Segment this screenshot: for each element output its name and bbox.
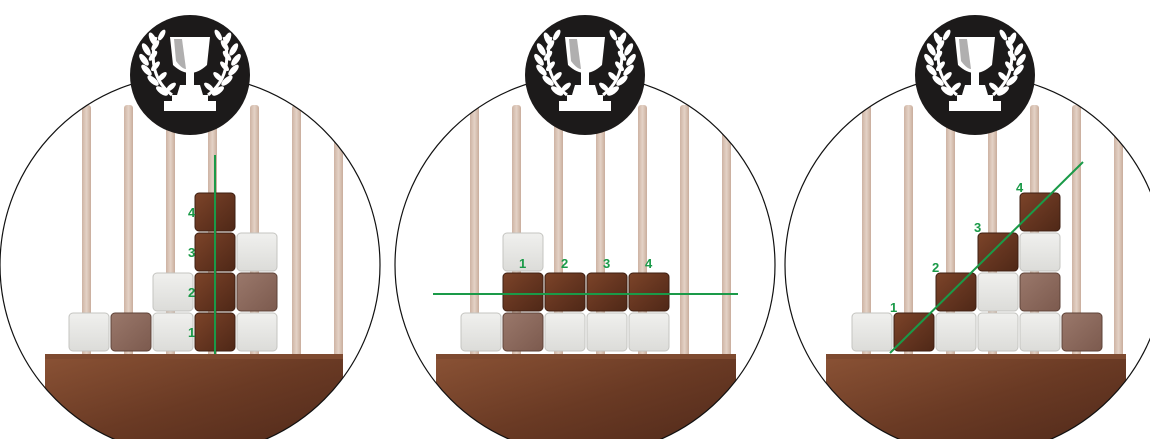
game-piece-light (629, 313, 669, 351)
win-sequence-label: 4 (1016, 180, 1024, 195)
game-piece-dark (936, 273, 976, 311)
game-piece-dark (1020, 193, 1060, 231)
peg (1114, 105, 1123, 360)
trophy-icon (130, 15, 250, 135)
game-piece-light-brown (1062, 313, 1102, 351)
game-piece-light (1020, 313, 1060, 351)
game-piece-light-brown (237, 273, 277, 311)
game-piece-light (978, 273, 1018, 311)
game-piece-dark (587, 273, 627, 311)
game-piece-light-brown (111, 313, 151, 351)
win-sequence-label: 1 (890, 300, 897, 315)
panel-scene (436, 105, 736, 439)
game-piece-light (587, 313, 627, 351)
win-sequence-label: 2 (932, 260, 939, 275)
wooden-base (436, 356, 736, 439)
game-piece-light (545, 313, 585, 351)
win-sequence-label: 2 (561, 256, 568, 271)
game-piece-light-brown (1020, 273, 1060, 311)
win-sequence-label: 4 (188, 205, 196, 220)
trophy-icon (915, 15, 1035, 135)
game-piece-dark (894, 313, 934, 351)
game-piece-dark (545, 273, 585, 311)
game-piece-light-brown (503, 313, 543, 351)
game-piece-dark (629, 273, 669, 311)
panel-horizontal-win: 1 2 3 4 (395, 15, 775, 439)
win-sequence-label: 1 (188, 325, 195, 340)
peg (680, 105, 689, 360)
panel-scene (45, 105, 343, 439)
panel-vertical-win: 1 2 3 4 (0, 15, 380, 439)
win-sequence-label: 4 (645, 256, 653, 271)
base-top-edge (826, 354, 1126, 359)
game-piece-light (237, 233, 277, 271)
win-sequence-label: 3 (974, 220, 981, 235)
peg (722, 105, 731, 360)
game-piece-light (237, 313, 277, 351)
game-piece-light (461, 313, 501, 351)
game-piece-dark (503, 273, 543, 311)
base-top-edge (436, 354, 736, 359)
game-piece-light (153, 313, 193, 351)
game-piece-light (978, 313, 1018, 351)
base-top-edge (45, 354, 343, 359)
game-piece-light (1020, 233, 1060, 271)
win-sequence-label: 3 (603, 256, 610, 271)
panel-diagonal-win: 1 2 3 4 (785, 15, 1150, 439)
panel-scene (826, 105, 1126, 439)
win-sequence-label: 3 (188, 245, 195, 260)
game-piece-dark (978, 233, 1018, 271)
game-piece-light (936, 313, 976, 351)
game-piece-light (69, 313, 109, 351)
game-piece-light (153, 273, 193, 311)
trophy-icon (525, 15, 645, 135)
win-sequence-label: 2 (188, 285, 195, 300)
win-sequence-label: 1 (519, 256, 526, 271)
peg (292, 105, 301, 360)
game-piece-light (852, 313, 892, 351)
wooden-base (826, 356, 1126, 439)
